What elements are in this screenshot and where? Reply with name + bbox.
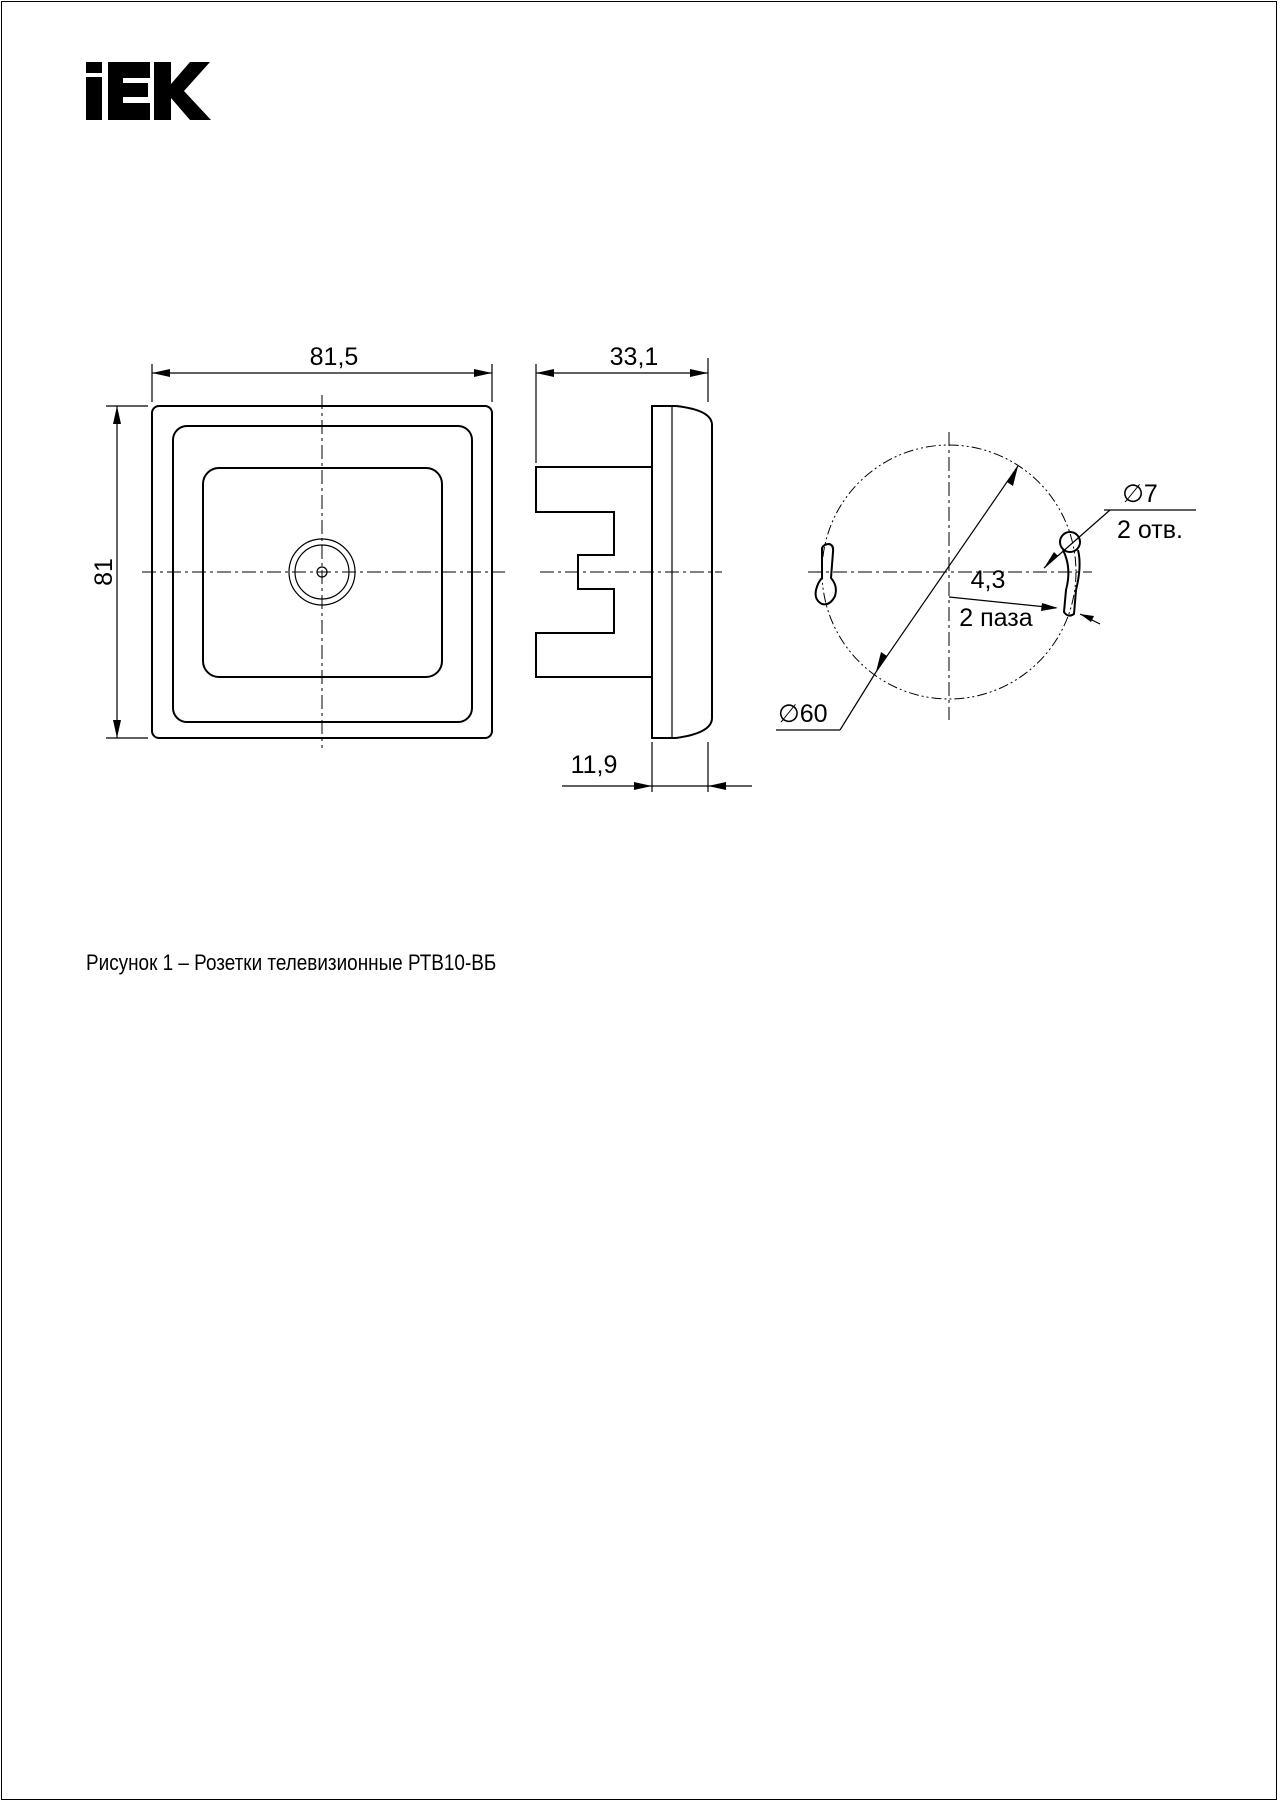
label-front-height: 81	[90, 558, 118, 586]
dim-hole-diameter	[1043, 509, 1196, 569]
dim-slot-width	[948, 596, 1101, 625]
label-front-width: 81,5	[310, 343, 359, 371]
label-slot-width: 4,3	[971, 566, 1006, 594]
label-side-frame: 11,9	[571, 751, 618, 779]
dim-circle-diameter	[776, 465, 1019, 731]
dim-front-width	[151, 364, 493, 402]
mounting-view	[808, 432, 1092, 720]
iek-logo	[86, 62, 211, 120]
dim-side-frame	[562, 742, 752, 792]
label-hole-diameter: ∅7	[1122, 480, 1158, 508]
dim-side-depth	[535, 358, 709, 463]
label-hole-count: 2 отв.	[1117, 516, 1183, 544]
figure-caption: Рисунок 1 – Розетки телевизионные РТВ10-…	[86, 950, 497, 975]
label-slot-count: 2 паза	[959, 604, 1032, 632]
side-view	[535, 405, 722, 739]
dim-front-height	[106, 405, 148, 739]
front-view	[142, 395, 505, 748]
label-circle-diameter: ∅60	[778, 700, 828, 728]
label-side-depth: 33,1	[610, 343, 659, 371]
